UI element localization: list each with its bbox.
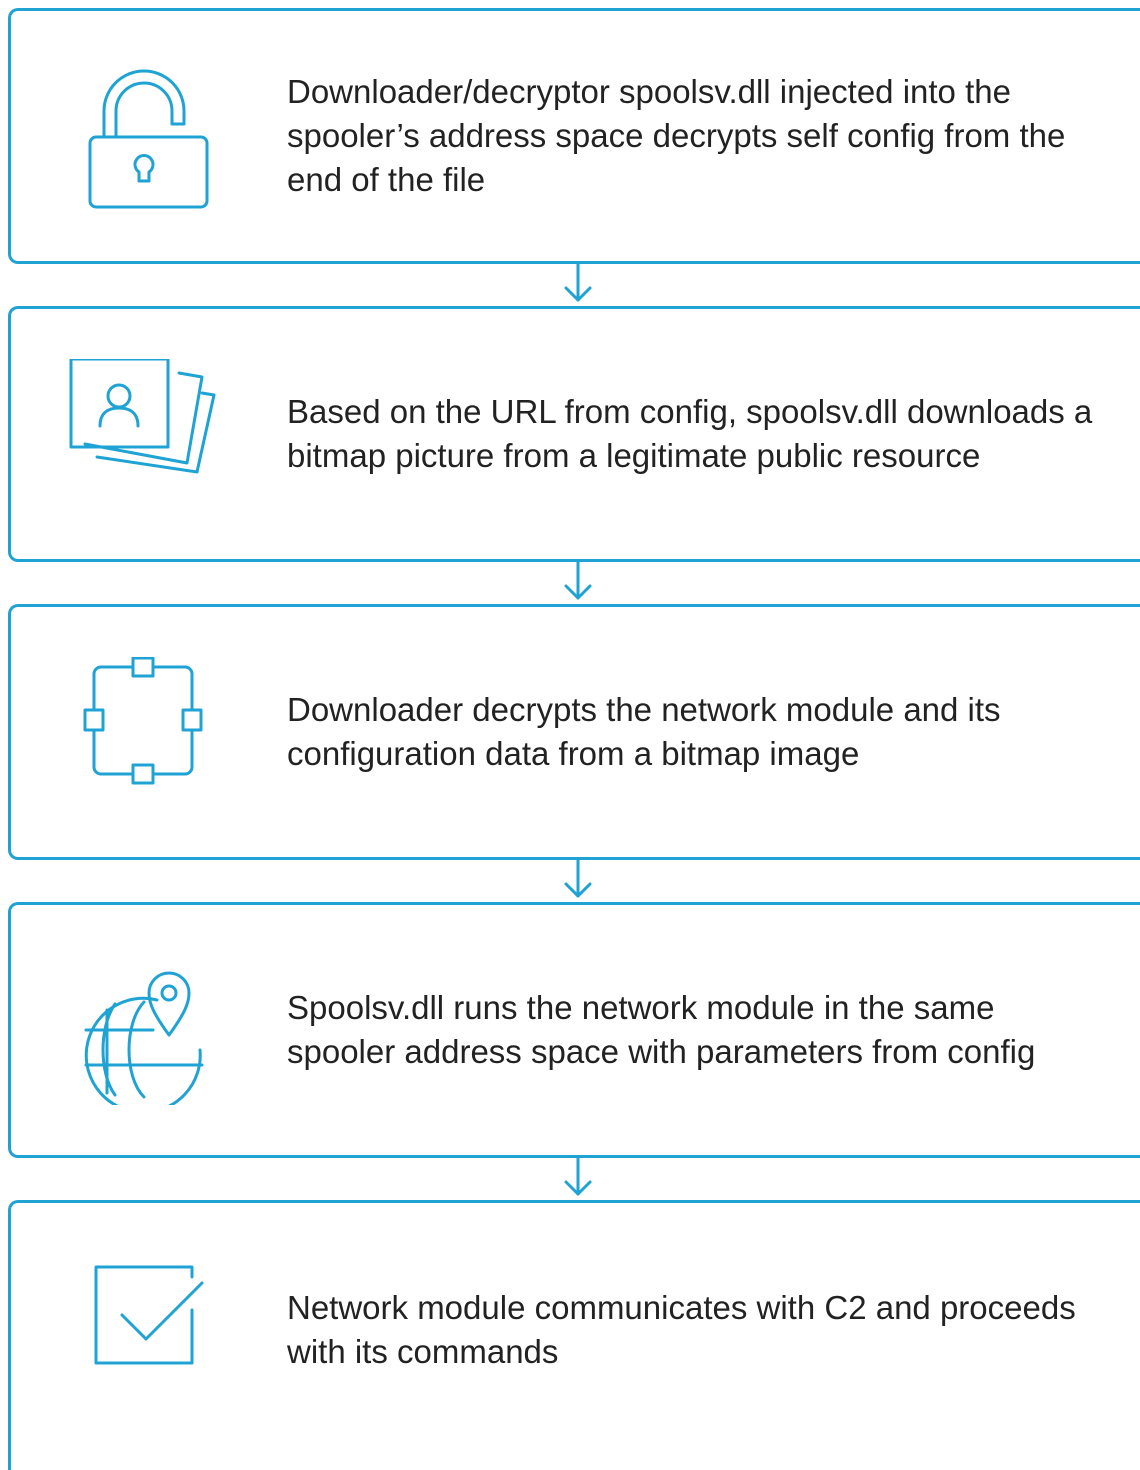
step-2-text: Based on the URL from config, spoolsv.dl… — [287, 393, 1093, 474]
step-3-box: Downloader decrypts the network module a… — [8, 604, 1140, 860]
arrow-down-icon — [562, 562, 594, 602]
bitmap-pictures-icon — [69, 359, 219, 509]
arrow-down-icon — [562, 860, 594, 900]
step-2-box: Based on the URL from config, spoolsv.dl… — [8, 306, 1140, 562]
globe-location-icon — [69, 955, 219, 1105]
step-1-text: Downloader/decryptor spoolsv.dll injecte… — [287, 73, 1066, 198]
step-4-text: Spoolsv.dll runs the network module in t… — [287, 989, 1036, 1070]
arrow-down-icon — [562, 1158, 594, 1198]
step-3-text: Downloader decrypts the network module a… — [287, 691, 1001, 772]
step-5-text: Network module communicates with C2 and … — [287, 1288, 1076, 1370]
step-5-box: Network module communicates with C2 and … — [8, 1200, 1140, 1470]
step-4-box: Spoolsv.dll runs the network module in t… — [8, 902, 1140, 1158]
checkbox-checked-icon — [69, 1255, 219, 1405]
step-1-box: Downloader/decryptor spoolsv.dll injecte… — [8, 8, 1140, 264]
arrow-down-icon — [562, 264, 594, 304]
open-padlock-icon — [69, 61, 219, 211]
network-module-icon — [69, 657, 219, 807]
